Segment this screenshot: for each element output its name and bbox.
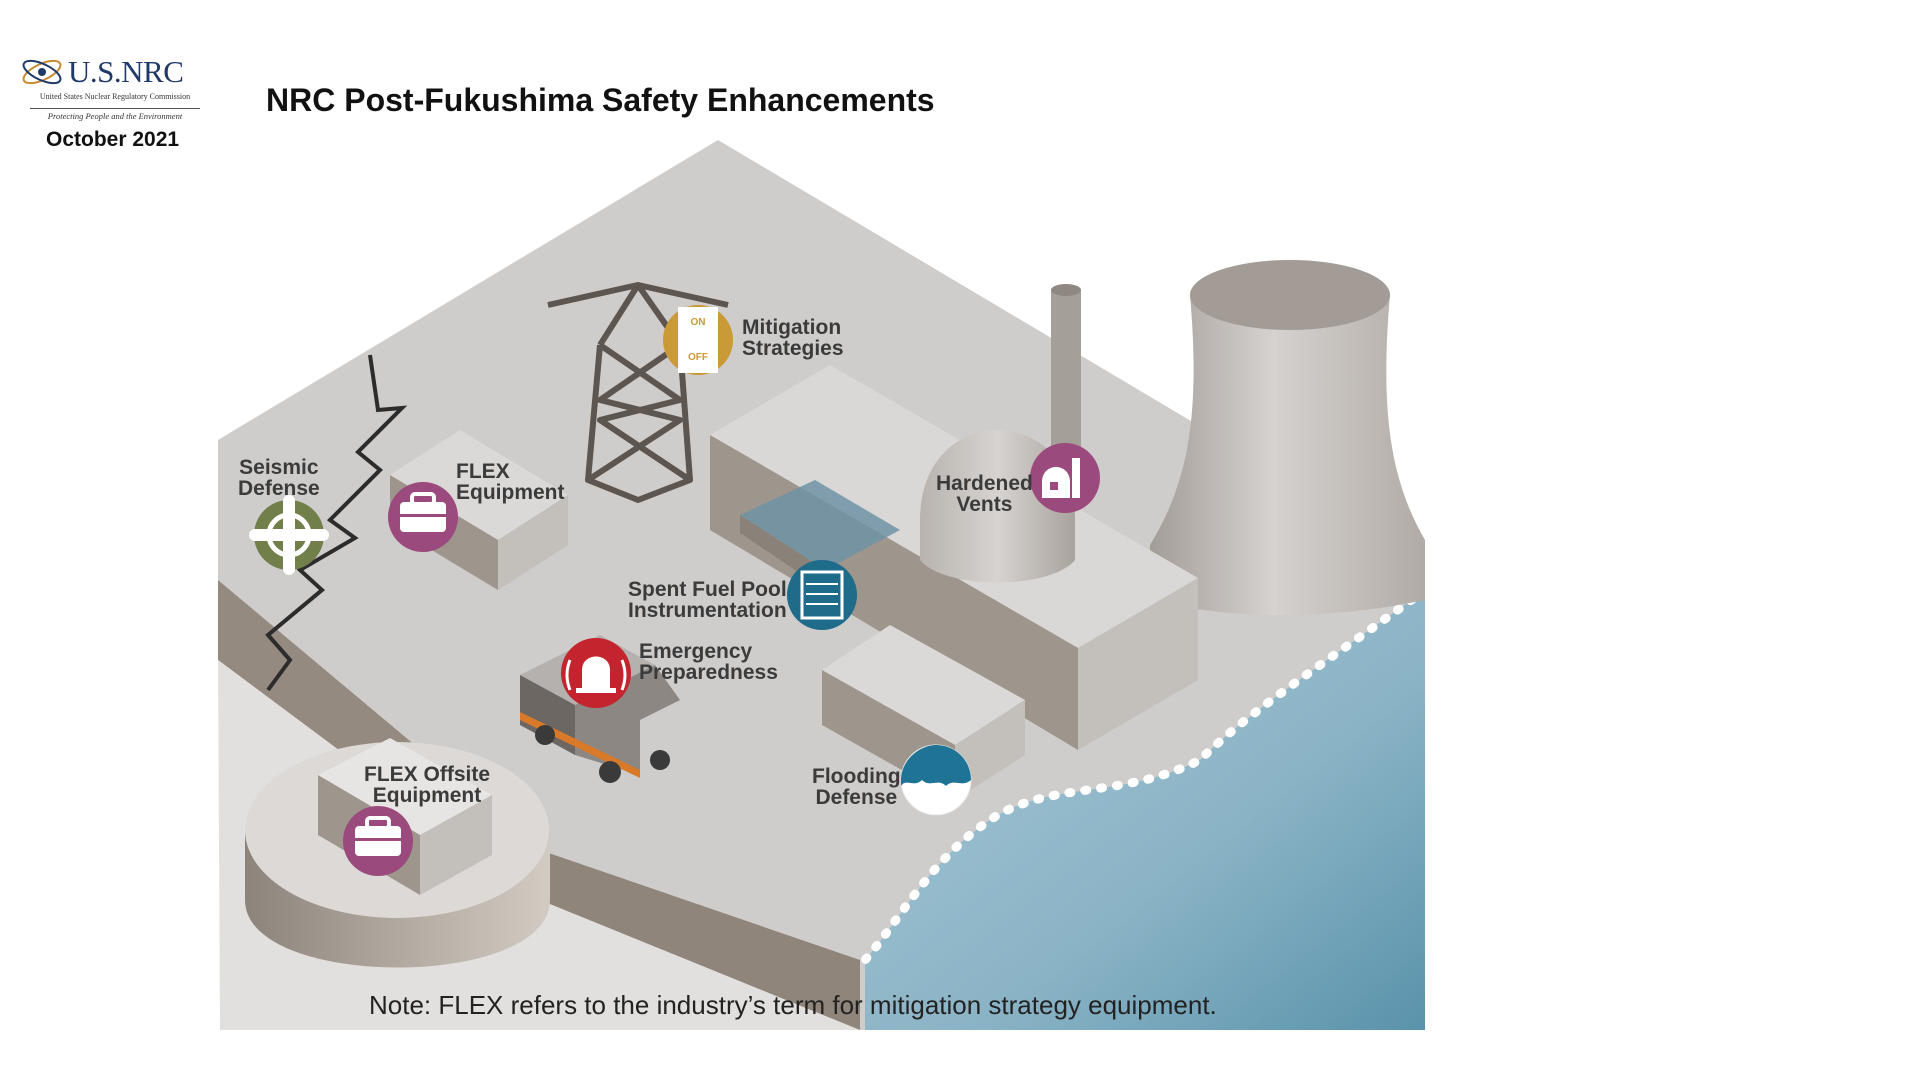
logo-subtitle: United States Nuclear Regulatory Commiss… bbox=[39, 92, 191, 101]
switch-on-label: ON bbox=[691, 317, 706, 328]
publication-date: October 2021 bbox=[46, 128, 180, 151]
switch-off-label: OFF bbox=[688, 352, 708, 363]
river-bank-foam bbox=[860, 585, 1430, 965]
toolbox-icon bbox=[388, 482, 458, 552]
logo-wordmark: U.S.NRC bbox=[68, 54, 184, 89]
flex-building-top bbox=[390, 430, 568, 540]
auxiliary-building-top bbox=[822, 625, 1025, 745]
cooling-tower bbox=[1150, 268, 1425, 615]
cooling-tower-top bbox=[1190, 260, 1390, 330]
hardened-vent-icon bbox=[1030, 443, 1100, 513]
logo-tagline: Protecting People and the Environment bbox=[30, 108, 200, 121]
wave-icon bbox=[900, 744, 972, 816]
seismic-crosshair-icon bbox=[249, 495, 329, 575]
transmission-tower bbox=[547, 282, 729, 503]
on-off-switch-icon: ON OFF bbox=[663, 305, 733, 375]
fuel-pool-level-icon bbox=[787, 560, 857, 630]
river bbox=[865, 590, 1425, 1030]
page-title: NRC Post-Fukushima Safety Enhancements bbox=[266, 82, 935, 118]
building-right bbox=[1078, 578, 1198, 750]
footnote: Note: FLEX refers to the industry’s term… bbox=[369, 990, 1217, 1020]
seismic-crack bbox=[265, 354, 408, 692]
atom-logo-icon bbox=[22, 59, 62, 85]
nrc-logo: U.S.NRC United States Nuclear Regulatory… bbox=[18, 52, 200, 122]
spent-fuel-pool bbox=[740, 480, 900, 570]
alarm-bell-icon bbox=[561, 638, 631, 708]
ground-edge-front bbox=[540, 850, 860, 1030]
offsite-toolbox-icon bbox=[343, 806, 413, 876]
